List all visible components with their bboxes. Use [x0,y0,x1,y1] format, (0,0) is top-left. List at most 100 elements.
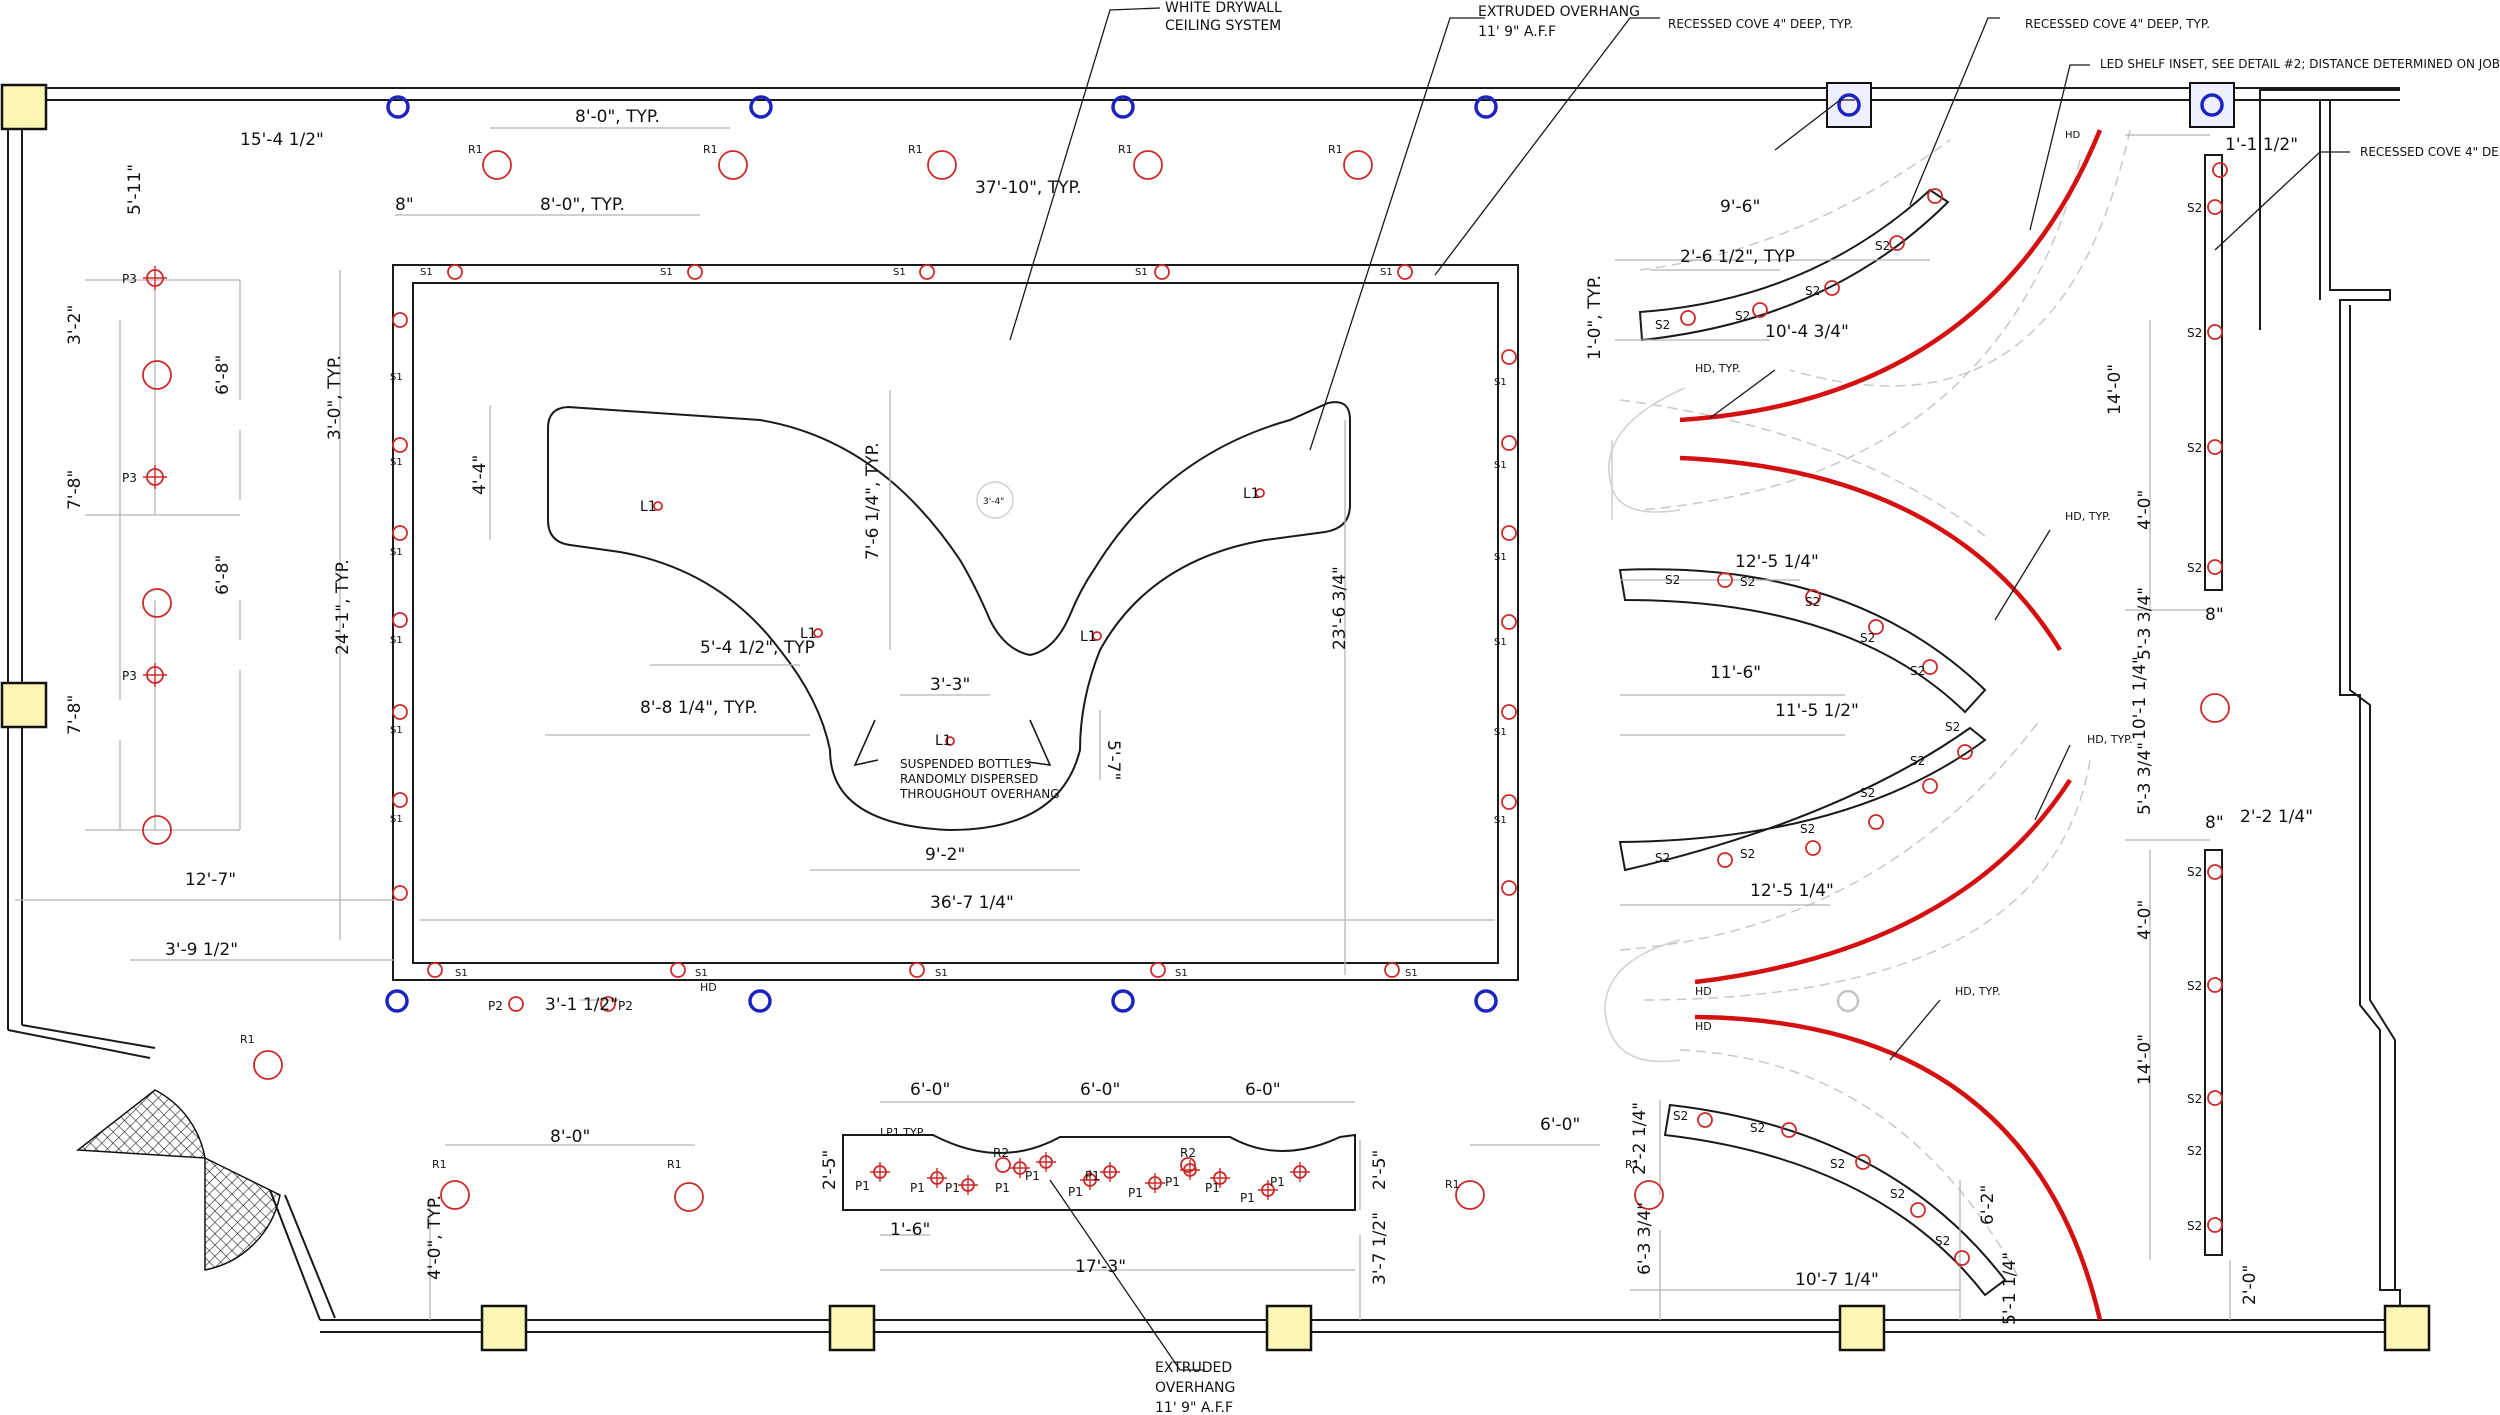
dim: 3'-2" [65,305,85,345]
s1-sconce [687,264,703,280]
r1-downlight [440,1180,470,1210]
dim: 5'-4 1/2", TYP [700,638,815,658]
tag-s2: S2 [2187,979,2202,993]
dim: 37'-10", TYP. [975,178,1081,198]
column-markers [1826,82,2235,128]
s2-shelf-light [1680,310,1696,326]
tag-p1: P1 [995,1181,1010,1195]
tag-p1: P1 [910,1181,925,1195]
column [0,681,48,729]
dim: 14'-0" [2105,364,2125,415]
tag-s1: S1 [1380,267,1393,278]
dim: 8'-0", TYP. [540,195,625,215]
tag-s2: S2 [2187,1092,2202,1106]
dim: 2'-5" [820,1150,840,1190]
r1-downlight [2200,693,2230,723]
column [828,1304,876,1352]
tag-s1: S1 [390,547,403,558]
column [2383,1304,2431,1352]
r1-downlight [142,360,172,390]
p2-fixture [508,996,524,1012]
dim: 12'-7" [185,870,236,890]
s1-sconce [1501,349,1517,365]
tag-s1: S1 [1405,968,1418,979]
tag-s1: S1 [1494,727,1507,738]
dim: 6-0" [1245,1080,1281,1100]
note-recessed-cove-3: RECESSED COVE 4" DEEP, TYP. [2360,145,2500,159]
s2-shelf-light [1805,589,1821,605]
dim: 10'-4 3/4" [1765,322,1849,342]
tag-s1: S1 [420,267,433,278]
tag-s2: S2 [1875,239,1890,253]
r1-downlight [482,150,512,180]
dim: 8" [2205,605,2224,625]
s1-sconce [392,704,408,720]
tag-p1: P1 [945,1181,960,1195]
tag-p1: P1 [1205,1181,1220,1195]
dim: 8'-0", TYP. [575,107,660,127]
dim: 36'-7 1/4" [930,893,1014,913]
s1-sconce [1150,962,1166,978]
s1-sconce [392,312,408,328]
dim: 12'-5 1/4" [1750,881,1834,901]
dim: 5'-3 3/4" [2135,742,2155,815]
dim: 4'-0", TYP. [425,1195,445,1280]
tag-s2: S2 [1860,631,1875,645]
tag-s1: S1 [695,968,708,979]
tag-s2: S2 [1945,720,1960,734]
dim: 2'-2 1/4" [1630,1102,1650,1175]
dim: 3'-1 1/2" [545,995,618,1015]
dim: 7'-6 1/4", TYP. [863,442,883,560]
note-extruded-bottom-1: EXTRUDED [1155,1360,1232,1376]
door-swings [75,1089,281,1271]
dim: 3'-0", TYP. [325,355,345,440]
tag-hd: HD [1695,1020,1712,1033]
r2-fixture [995,1157,1011,1173]
tag-p1: P1 [1068,1185,1083,1199]
exterior-walls [7,87,2415,1333]
dim: 5'-7" [1103,740,1123,780]
tag-p1: P1 [1270,1175,1285,1189]
dim: 2'-6 1/2", TYP [1680,247,1795,267]
note-recessed-cove-2: RECESSED COVE 4" DEEP, TYP. [2025,17,2210,31]
dim: 3'-9 1/2" [165,940,238,960]
s2-shelf-light [1805,840,1821,856]
dim: 9'-6" [1720,197,1760,217]
s2-shelf-light [1717,852,1733,868]
tag-r1: R1 [240,1033,255,1046]
r1-downlight [1133,150,1163,180]
tag-s1: S1 [1494,552,1507,563]
tag-r1: R1 [1445,1178,1460,1191]
tag-s2: S2 [1860,786,1875,800]
s2-shelf-light [1910,1202,1926,1218]
s2-shelf-light [1922,778,1938,794]
s1-sconce [447,264,463,280]
s2-shelf-light [1717,572,1733,588]
dim: 11'-6" [1710,663,1761,683]
tag-s2: S2 [1673,1109,1688,1123]
tag-s2: S2 [1655,851,1670,865]
s2-shelf-light [2207,439,2223,455]
s2-shelf-light [1957,744,1973,760]
hd-accent-curves [1679,129,2103,1321]
tag-s2: S2 [1750,1121,1765,1135]
light-fixtures [142,150,2230,1266]
note-white-drywall-2: CEILING SYSTEM [1165,18,1281,34]
tag-r1: R1 [908,143,923,156]
dim: 6'-0" [1540,1115,1580,1135]
s2-shelf-light [1922,659,1938,675]
r1-downlight [1634,1180,1664,1210]
tag-p1: P1 [1240,1191,1255,1205]
structural-columns [0,83,2431,1352]
tag-s2: S2 [1910,664,1925,678]
column [480,1304,528,1352]
tag-s2: S2 [2187,561,2202,575]
tag-r1: R1 [1118,143,1133,156]
s2-shelf-light [2207,1090,2223,1106]
note-extruded-bottom-3: 11' 9" A.F.F [1155,1400,1233,1415]
dim: 11'-5 1/2" [1775,701,1859,721]
tag-s2: S2 [1935,1234,1950,1248]
tag-s2: S2 [1735,309,1750,323]
dim: 6'-0" [1080,1080,1120,1100]
r2-fixture [1180,1157,1196,1173]
